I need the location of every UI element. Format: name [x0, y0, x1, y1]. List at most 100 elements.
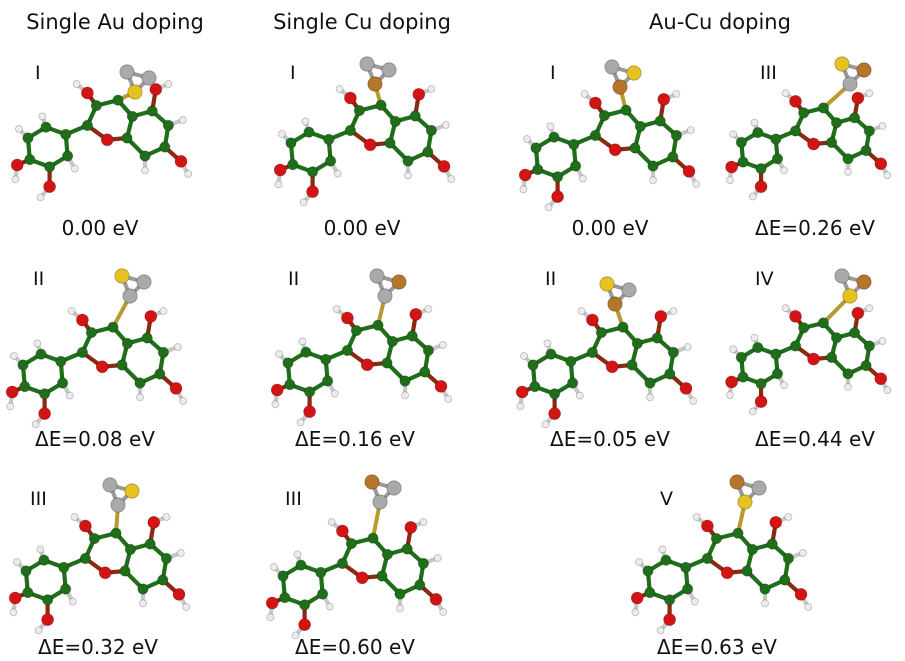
- oxygen-atom: [79, 519, 92, 533]
- isomer-label: I: [290, 62, 296, 84]
- carbon-atom: [384, 137, 396, 149]
- hydrogen-atom: [784, 513, 793, 521]
- energy-value: ΔE=0.32 eV: [38, 635, 158, 659]
- carbon-atom: [285, 137, 297, 149]
- oxygen-atom: [518, 168, 532, 182]
- oxygen-atom: [608, 143, 622, 157]
- hydrogen-atom: [441, 121, 450, 129]
- panel-cu-3: III ΔE=0.60 eV: [255, 474, 485, 661]
- carbon-atom: [598, 109, 611, 122]
- carbon-atom: [770, 348, 782, 360]
- carbon-atom: [24, 154, 36, 166]
- hydrogen-atom: [274, 180, 283, 189]
- carbon-atom: [710, 532, 723, 545]
- carbon-atom: [529, 381, 541, 393]
- silicon-atom: [621, 282, 637, 298]
- oxygen-atom: [100, 133, 114, 147]
- oxygen-atom: [76, 313, 89, 327]
- oxygen-atom: [605, 360, 619, 374]
- hydrogen-atom: [6, 402, 15, 411]
- hydrogen-atom: [692, 180, 701, 188]
- panel-cu-1: I 0.00 eV: [255, 50, 485, 250]
- panel-aucu-1: I 0.00 eV: [510, 50, 720, 250]
- hydrogen-atom: [184, 170, 193, 178]
- hydrogen-atom: [438, 341, 447, 349]
- hydrogen-atom: [726, 391, 734, 400]
- carbon-atom: [90, 99, 103, 112]
- carbon-atom: [782, 552, 794, 565]
- carbon-atom: [401, 543, 413, 555]
- oxygen-atom: [434, 380, 448, 393]
- carbon-atom: [41, 594, 54, 606]
- silicon-atom: [359, 56, 375, 72]
- oxygen-atom: [874, 157, 888, 171]
- oxygen-atom: [754, 395, 768, 409]
- hydrogen-atom: [72, 80, 81, 88]
- hydrogen-atom: [447, 175, 456, 183]
- oxygen-atom: [8, 591, 22, 605]
- carbon-atom: [532, 164, 544, 176]
- carbon-atom: [322, 375, 334, 387]
- carbon-atom: [755, 163, 767, 175]
- panel-aucu-3: III ΔE=0.26 eV: [725, 50, 905, 250]
- hydrogen-atom: [299, 198, 308, 207]
- carbon-atom: [344, 124, 357, 137]
- hydrogen-atom: [404, 171, 412, 180]
- header-single-au: Single Au doping: [26, 10, 204, 34]
- hydrogen-atom: [270, 563, 278, 571]
- oxygen-atom: [412, 88, 426, 101]
- carbon-atom: [565, 355, 577, 368]
- carbon-atom: [121, 337, 134, 350]
- carbon-atom: [848, 327, 861, 339]
- hydrogen-atom: [804, 603, 813, 611]
- carbon-atom: [664, 368, 676, 380]
- carbon-atom: [644, 587, 656, 599]
- carbon-atom: [320, 353, 332, 366]
- hydrogen-atom: [275, 350, 283, 358]
- hydrogen-atom: [15, 125, 23, 133]
- molecule-structure: [725, 268, 892, 416]
- oxygen-atom: [701, 519, 714, 533]
- carbon-atom: [139, 150, 151, 162]
- carbon-atom: [389, 115, 401, 128]
- carbon-atom: [316, 588, 329, 600]
- carbon-atom: [680, 561, 692, 574]
- carbon-atom: [409, 110, 421, 122]
- carbon-atom: [141, 332, 153, 344]
- oxygen-atom: [437, 160, 451, 173]
- molecule-structure: [518, 59, 701, 212]
- carbon-atom: [663, 594, 676, 606]
- oxygen-atom: [754, 180, 768, 194]
- carbon-atom: [863, 125, 875, 137]
- copper-atom: [612, 79, 628, 95]
- hydrogen-atom: [844, 383, 852, 391]
- carbon-atom: [586, 346, 599, 359]
- carbon-atom: [595, 327, 608, 339]
- carbon-atom: [154, 368, 166, 380]
- hydrogen-atom: [692, 513, 701, 521]
- molecule-structure: [273, 56, 456, 207]
- energy-value: ΔE=0.05 eV: [550, 427, 670, 451]
- hydrogen-atom: [182, 603, 191, 611]
- oxygen-atom: [725, 375, 738, 389]
- hydrogen-atom: [13, 558, 21, 566]
- carbon-atom: [124, 543, 136, 556]
- carbon-atom: [43, 161, 56, 173]
- carbon-atom: [162, 119, 174, 132]
- hydrogen-atom: [33, 339, 42, 348]
- silicon-atom: [386, 480, 402, 496]
- hydrogen-atom: [516, 402, 525, 411]
- carbon-atom: [527, 359, 539, 371]
- molecule-structure: [10, 64, 193, 202]
- silicon-atom: [119, 64, 135, 80]
- carbon-atom: [670, 129, 682, 142]
- copper-atom: [364, 474, 380, 490]
- carbon-atom: [735, 351, 747, 364]
- carbon-atom: [325, 155, 337, 167]
- gold-atom: [114, 268, 130, 284]
- hydrogen-atom: [683, 343, 692, 351]
- carbon-atom: [817, 102, 830, 114]
- carbon-atom: [134, 377, 146, 389]
- carbon-atom: [826, 351, 838, 364]
- molecule-structure: [630, 474, 813, 635]
